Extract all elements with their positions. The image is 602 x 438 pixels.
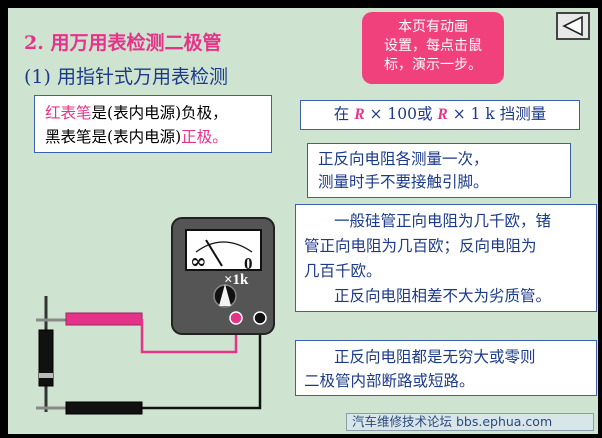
animation-note-line2: 设置，每点击鼠	[384, 38, 482, 54]
probe-line2-end: 正极。	[181, 128, 228, 146]
triangle-left-icon	[562, 15, 583, 37]
si-line3: 几百千欧。	[304, 262, 382, 280]
probe-polarity-box: 红表笔是(表内电源)负极， 黑表笔是(表内电源)正极。	[34, 95, 272, 153]
zero-line1-row: 正反向电阻都是无穷大或零则	[304, 345, 588, 369]
footer-watermark: 汽车维修技术论坛 bbs.ephua.com	[352, 414, 553, 429]
diode-body	[38, 329, 54, 387]
range-times1: × 100或	[364, 105, 438, 123]
black-probe-label: 黑表笔	[45, 128, 92, 146]
probe-line-red: 红表笔是(表内电源)负极，	[45, 101, 261, 125]
probe-line1-end: 负极，	[181, 104, 228, 122]
meter-range-label: ×1k	[224, 272, 249, 288]
range-box: 在 R × 100或 R × 1 k 挡测量	[300, 100, 580, 130]
probe-line1-mid: 是(表内电源)	[91, 104, 182, 122]
zero-line2: 二极管内部断路或短路。	[304, 372, 475, 390]
si-line1: 一般硅管正向电阻为几千欧，锗	[334, 212, 552, 230]
range-times2: × 1 k 挡测量	[447, 105, 547, 123]
red-probe-handle	[65, 312, 143, 326]
resistance-values-box: 一般硅管正向电阻为几千欧，锗 管正向电阻为几百欧；反向电阻为 几百千欧。 正反向…	[295, 204, 597, 312]
animation-note: 本页有动画 设置，每点击鼠 标，演示一步。	[362, 12, 504, 84]
red-probe-wire	[140, 319, 238, 354]
diode-band	[39, 373, 53, 378]
red-jack	[229, 311, 243, 325]
once-line2: 测量时手不要接触引脚。	[318, 173, 489, 191]
previous-page-button[interactable]	[556, 12, 590, 40]
red-probe-label: 红表笔	[45, 104, 92, 122]
meter-scale-arc	[195, 241, 253, 253]
probe-line-black: 黑表笔是(表内电源)正极。	[45, 125, 261, 149]
animation-note-line3: 标，演示一步。	[384, 57, 482, 73]
meter-infinity-label: ∞	[190, 249, 207, 273]
range-r1: R	[354, 106, 365, 123]
animation-note-line1: 本页有动画	[398, 19, 468, 35]
footer-bar	[346, 413, 594, 431]
measure-once-box: 正反向电阻各测量一次， 测量时手不要接触引脚。	[307, 143, 571, 198]
range-r2: R	[437, 106, 448, 123]
once-line1: 正反向电阻各测量一次，	[318, 150, 489, 168]
zero-line1: 正反向电阻都是无穷大或零则	[334, 348, 536, 366]
black-probe-handle	[65, 401, 143, 415]
si-line2: 管正向电阻为几百欧；反向电阻为	[304, 237, 537, 255]
range-prefix: 在	[333, 105, 355, 123]
meter-zero-label: 0	[244, 254, 253, 273]
probe-line2-mid: 是(表内电源)	[91, 128, 182, 146]
si-line4: 正反向电阻相差不大为劣质管。	[334, 287, 552, 305]
si-line1-row: 一般硅管正向电阻为几千欧，锗	[304, 209, 588, 234]
slide-subtitle: (1) 用指针式万用表检测	[24, 66, 228, 88]
si-line4-row: 正反向电阻相差不大为劣质管。	[304, 284, 588, 309]
slide-title: 2. 用万用表检测二极管	[24, 32, 222, 54]
black-probe-wire	[142, 319, 262, 410]
open-short-box: 正反向电阻都是无穷大或零则 二极管内部断路或短路。	[295, 340, 597, 396]
black-jack	[253, 311, 267, 325]
knob-pointer	[219, 284, 231, 306]
meter-needle	[205, 239, 223, 267]
